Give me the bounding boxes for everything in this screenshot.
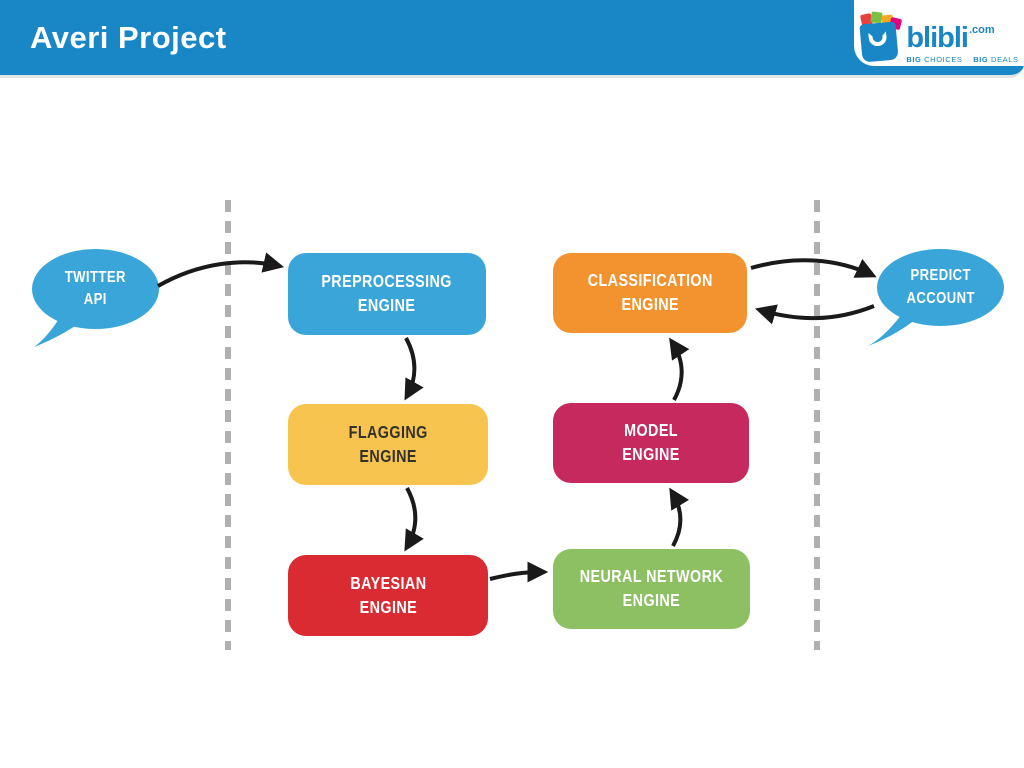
classification-engine-node: CLASSIFICATION ENGINE [553, 253, 747, 333]
blibli-logo: blibli .com BIG CHOICES BIG DEALS [854, 0, 1024, 66]
twitter-api-label-line2: API [83, 291, 108, 308]
tagline-choices: CHOICES [924, 55, 963, 64]
edge-classification-to-predict [750, 258, 877, 278]
model-engine-line1: MODEL [624, 420, 678, 441]
classification-engine-line1: CLASSIFICATION [587, 270, 713, 291]
shopping-bag-icon [859, 11, 903, 64]
preprocessing-engine-line1: PREPROCESSING [321, 271, 453, 292]
edge-bayesian-to-neural [489, 561, 549, 583]
flagging-engine-line2: ENGINE [359, 445, 417, 466]
classification-engine-line2: ENGINE [621, 294, 679, 314]
edge-predict-to-classification [755, 304, 875, 325]
edge-flagging-to-bayesian [404, 487, 424, 552]
page-title: Averi Project [30, 20, 227, 55]
preprocessing-engine-line2: ENGINE [358, 295, 416, 315]
model-engine-line2: ENGINE [622, 444, 680, 464]
logo-brand-text: blibli [906, 22, 969, 54]
preprocessing-engine-node: PREPROCESSING ENGINE [288, 253, 486, 335]
edge-preprocessing-to-flagging [404, 337, 424, 401]
neural-network-engine-line2: ENGINE [622, 590, 681, 610]
flagging-engine-line1: FLAGGING [348, 421, 428, 442]
predict-account-label-line2: ACCOUNT [906, 289, 975, 307]
bag-smile-icon [868, 31, 888, 47]
tagline-big2: BIG [973, 55, 989, 64]
predict-account-bubble: PREDICT ACCOUNT [877, 249, 1004, 326]
edge-twitter-to-preprocessing [157, 252, 285, 288]
model-engine-node: MODEL ENGINE [553, 403, 749, 483]
header-bar: Averi Project [0, 0, 1024, 78]
tagline-big1: BIG [906, 55, 922, 64]
blibli-logo-inner: blibli .com BIG CHOICES BIG DEALS [859, 2, 1018, 64]
bayesian-engine-line2: ENGINE [359, 596, 417, 617]
edge-neural-to-model [669, 487, 690, 547]
logo-tagline: BIG CHOICES BIG DEALS [906, 55, 1018, 64]
neural-network-engine-node: NEURAL NETWORK ENGINE [553, 549, 750, 629]
bag-body-icon [859, 21, 899, 63]
twitter-api-label-line1: TWITTER [64, 268, 127, 286]
twitter-api-bubble: TWITTER API [32, 249, 159, 329]
logo-tld-text: .com [969, 24, 995, 36]
flagging-engine-node: FLAGGING ENGINE [288, 404, 488, 485]
bayesian-engine-node: BAYESIAN ENGINE [288, 555, 488, 636]
predict-account-label-line1: PREDICT [910, 267, 971, 285]
edge-model-to-classification [669, 337, 690, 401]
bayesian-engine-line1: BAYESIAN [349, 572, 427, 593]
neural-network-engine-line1: NEURAL NETWORK [579, 566, 724, 587]
tagline-deals: DEALS [991, 55, 1019, 64]
